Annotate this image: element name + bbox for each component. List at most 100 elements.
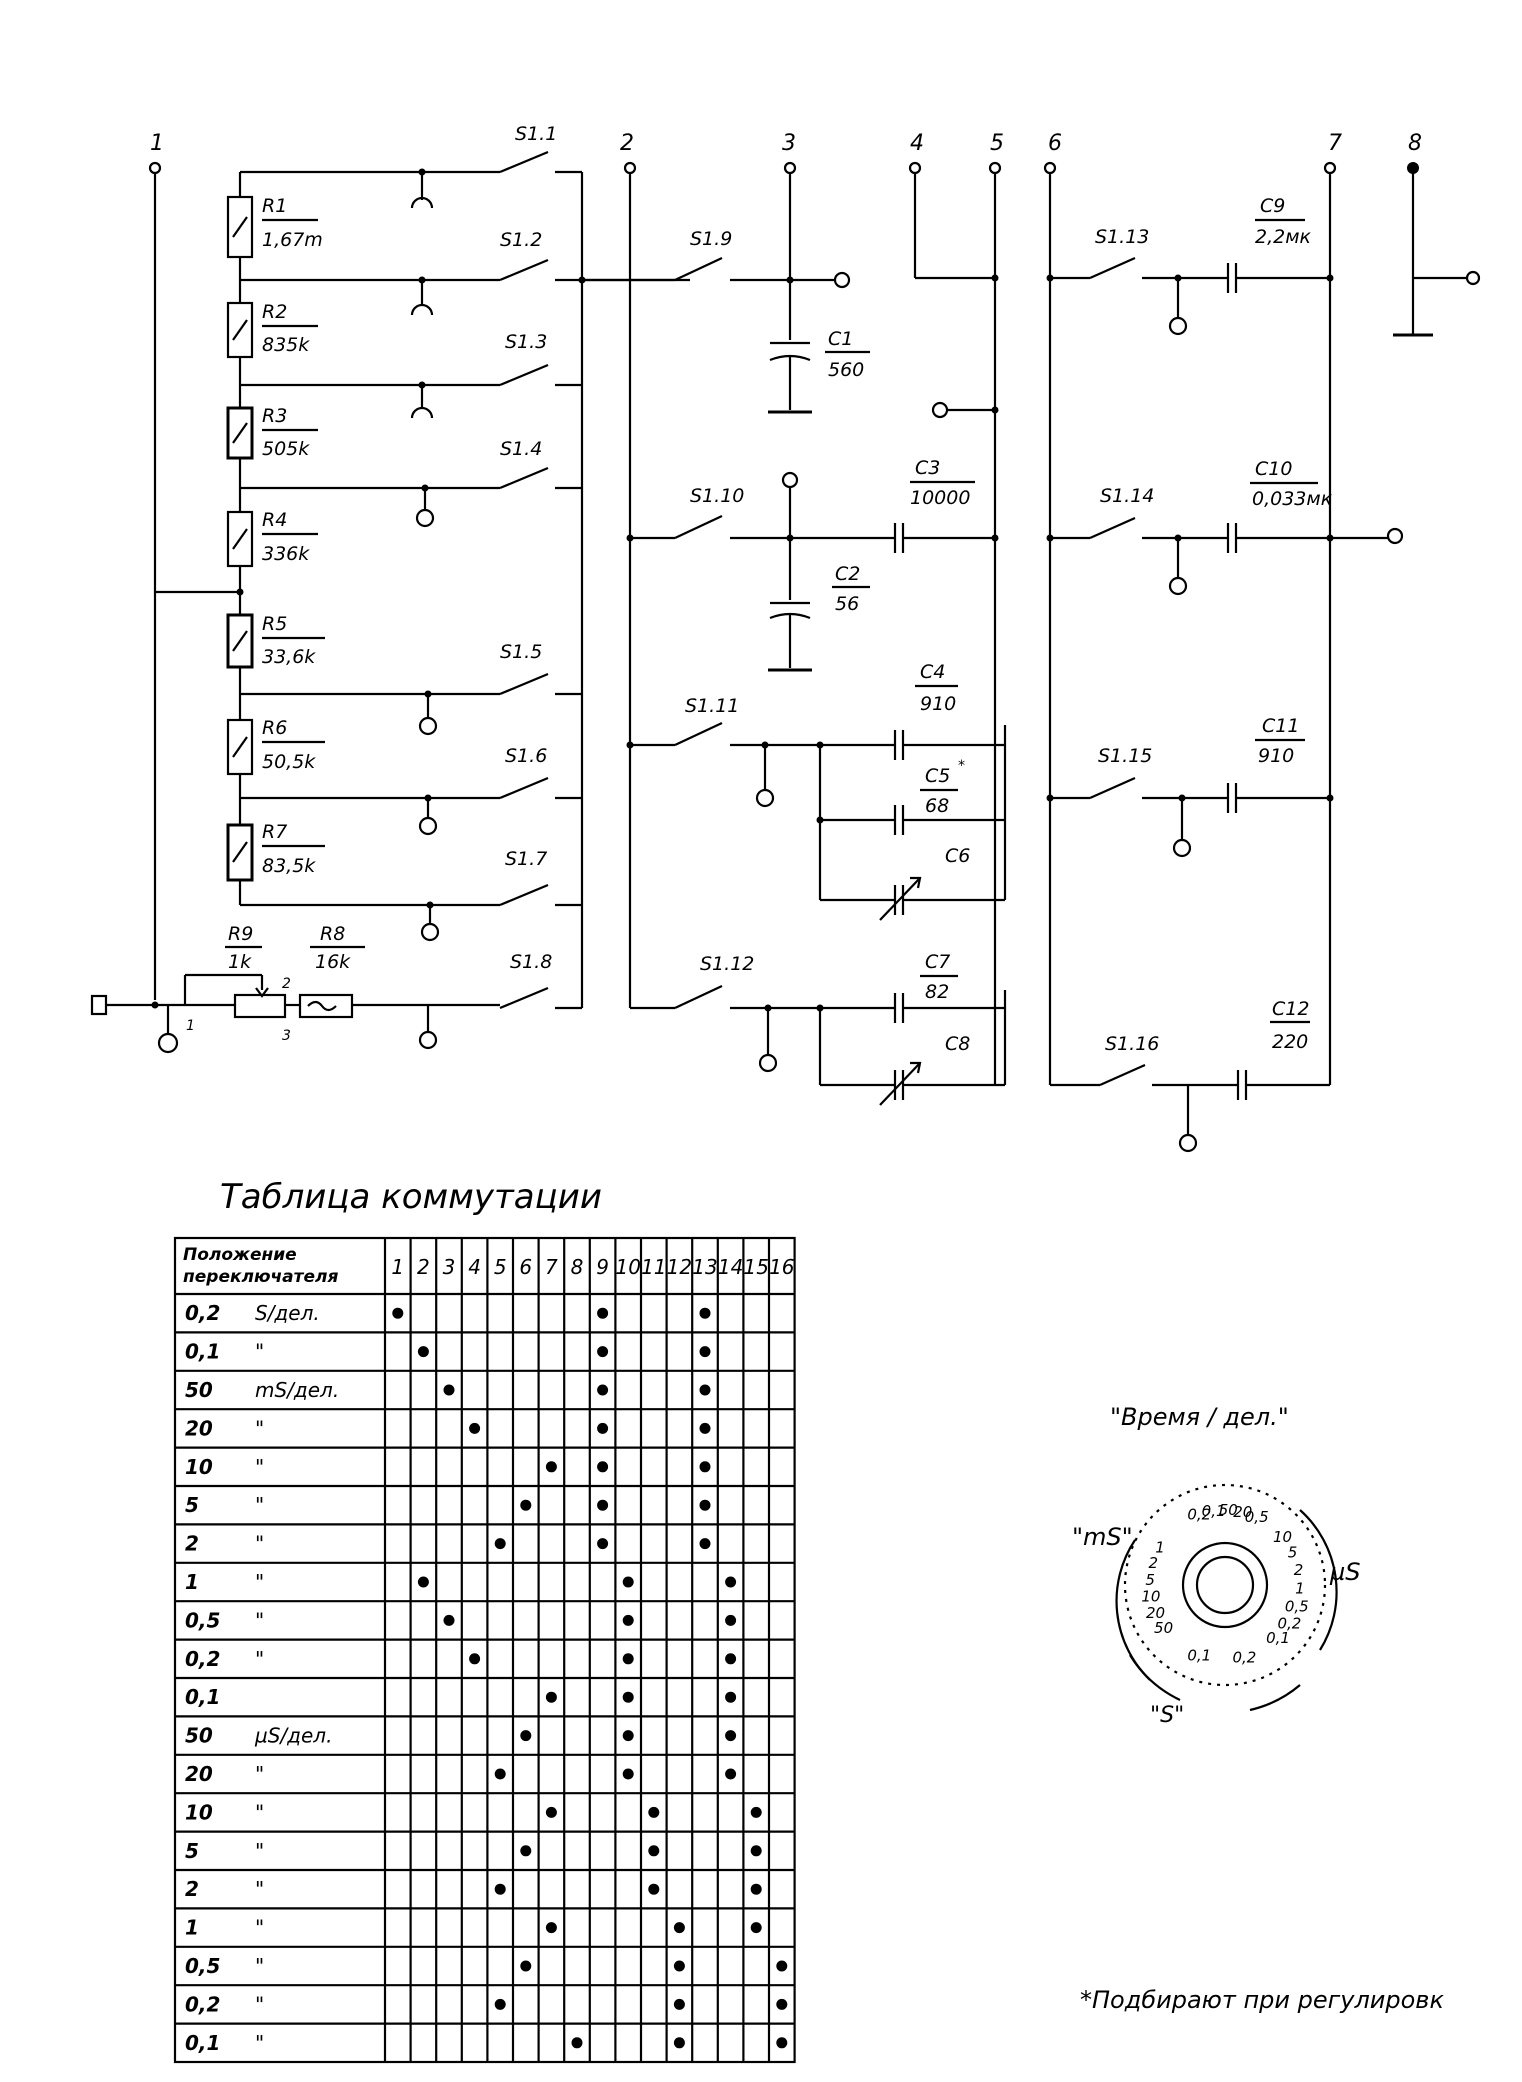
- table-dot: [597, 1461, 609, 1473]
- table-dot: [622, 1691, 634, 1703]
- table-dot: [725, 1614, 737, 1626]
- table-dot: [699, 1384, 711, 1396]
- c2-ref: C2: [835, 563, 860, 585]
- table-dot: [699, 1538, 711, 1550]
- table-dot: [622, 1576, 634, 1588]
- r5-ref: R5: [262, 613, 287, 635]
- table-row-unit: ": [255, 1532, 264, 1556]
- table-dot: [699, 1499, 711, 1511]
- footnote: *Подбирают при регулировк: [1080, 1986, 1444, 2014]
- r6-ref: R6: [262, 717, 287, 739]
- r6-value: 50,5k: [262, 751, 316, 773]
- c2-value: 56: [835, 593, 859, 615]
- s1-15-label: S1.15: [1098, 745, 1152, 767]
- table-dot: [750, 1845, 762, 1857]
- c5-value: 68: [925, 795, 949, 817]
- table-col-header: 7: [545, 1255, 558, 1279]
- terminal-label-2: 2: [620, 131, 634, 156]
- dial-label-us: µS: [1329, 1558, 1361, 1586]
- table-dot: [520, 1845, 532, 1857]
- table-row-value: 50: [185, 1378, 213, 1402]
- c11-ref: C11: [1262, 715, 1299, 737]
- table-col-header: 9: [596, 1255, 609, 1279]
- s1-11-label: S1.11: [685, 695, 739, 717]
- table-row-unit: mS/дел.: [255, 1378, 339, 1402]
- table-dot: [571, 2037, 583, 2049]
- terminal-label-3: 3: [782, 131, 796, 156]
- r3-ref: R3: [262, 405, 287, 427]
- r1-ref: R1: [262, 195, 287, 217]
- dial-mark-top: 0,1: [1202, 1502, 1226, 1520]
- table-row-unit: ": [255, 1916, 264, 1940]
- table-row-value: 5: [185, 1839, 199, 1863]
- dial-mark-left: 5: [1145, 1571, 1155, 1589]
- table-dot: [545, 1691, 557, 1703]
- dial-mark-right: 5: [1288, 1543, 1298, 1561]
- table-row-value: 0,5: [185, 1954, 220, 1978]
- table-col-header: 10: [615, 1255, 640, 1279]
- table-dot: [673, 2037, 685, 2049]
- table-dot: [494, 1768, 506, 1780]
- c7-value: 82: [925, 981, 949, 1003]
- terminal-label-8: 8: [1408, 131, 1422, 156]
- table-col-header: 13: [692, 1255, 717, 1279]
- terminal-label-4: 4: [910, 131, 924, 156]
- capacitor-network-middle: S1.9 C1 560 S1.10 C2: [582, 161, 1007, 1106]
- table-dot: [725, 1768, 737, 1780]
- r8-value: 16k: [315, 951, 351, 973]
- c1-ref: C1: [828, 328, 853, 350]
- s1-6-label: S1.6: [505, 745, 547, 767]
- table-dot: [725, 1730, 737, 1742]
- table-dot: [648, 1806, 660, 1818]
- table-col-header: 8: [571, 1255, 584, 1279]
- table-dot: [443, 1384, 455, 1396]
- s1-8-label: S1.8: [510, 951, 552, 973]
- table-dot: [750, 1806, 762, 1818]
- s1-3-label: S1.3: [505, 331, 547, 353]
- table-row-unit: ": [255, 1839, 264, 1863]
- r5-value: 33,6k: [262, 646, 316, 668]
- table-dot: [520, 1499, 532, 1511]
- s1-9-label: S1.9: [690, 228, 732, 250]
- dial-label-s: "S": [1150, 1703, 1184, 1728]
- table-dot: [545, 1922, 557, 1934]
- s1-5-label: S1.5: [500, 641, 542, 663]
- table-dot: [597, 1384, 609, 1396]
- table-col-header: 16: [769, 1255, 794, 1279]
- table-dot: [469, 1653, 481, 1665]
- table-dot: [545, 1806, 557, 1818]
- table-dot: [417, 1346, 429, 1358]
- table-dot: [776, 1998, 788, 2010]
- dial-mark-left: 20: [1146, 1604, 1165, 1622]
- table-dot: [622, 1730, 634, 1742]
- r1-value: 1,67m: [262, 229, 323, 251]
- c8-ref: C8: [945, 1033, 970, 1055]
- terminal-label-6: 6: [1048, 131, 1062, 156]
- table-col-header: 2: [417, 1255, 430, 1279]
- table-row-value: 20: [185, 1762, 213, 1786]
- table-row-value: 0,2: [185, 1301, 220, 1325]
- table-row-unit: ": [255, 1800, 264, 1824]
- r7-value: 83,5k: [262, 855, 316, 877]
- table-corner-header-1: Положение: [183, 1245, 297, 1265]
- table-dot: [392, 1307, 404, 1319]
- dial-mark-bottom: 0,1: [1187, 1647, 1211, 1665]
- terminal-label-1: 1: [150, 131, 164, 156]
- c4-ref: C4: [920, 661, 945, 683]
- pot-pin-1: 1: [186, 1018, 195, 1034]
- dial-mark-left: 1: [1155, 1539, 1165, 1557]
- table-row-value: 5: [185, 1493, 199, 1517]
- dial-label-ms: "mS": [1072, 1523, 1133, 1551]
- dial-mark-right: 10: [1273, 1528, 1292, 1546]
- r2-ref: R2: [262, 301, 287, 323]
- table-dot: [725, 1691, 737, 1703]
- c5-mark: *: [958, 758, 965, 774]
- dial-mark-right: 0,2: [1277, 1614, 1301, 1632]
- table-dot: [469, 1422, 481, 1434]
- table-dot: [597, 1422, 609, 1434]
- table-dot: [417, 1576, 429, 1588]
- c3-ref: C3: [915, 457, 940, 479]
- table-dot: [648, 1883, 660, 1895]
- c9-ref: C9: [1260, 195, 1285, 217]
